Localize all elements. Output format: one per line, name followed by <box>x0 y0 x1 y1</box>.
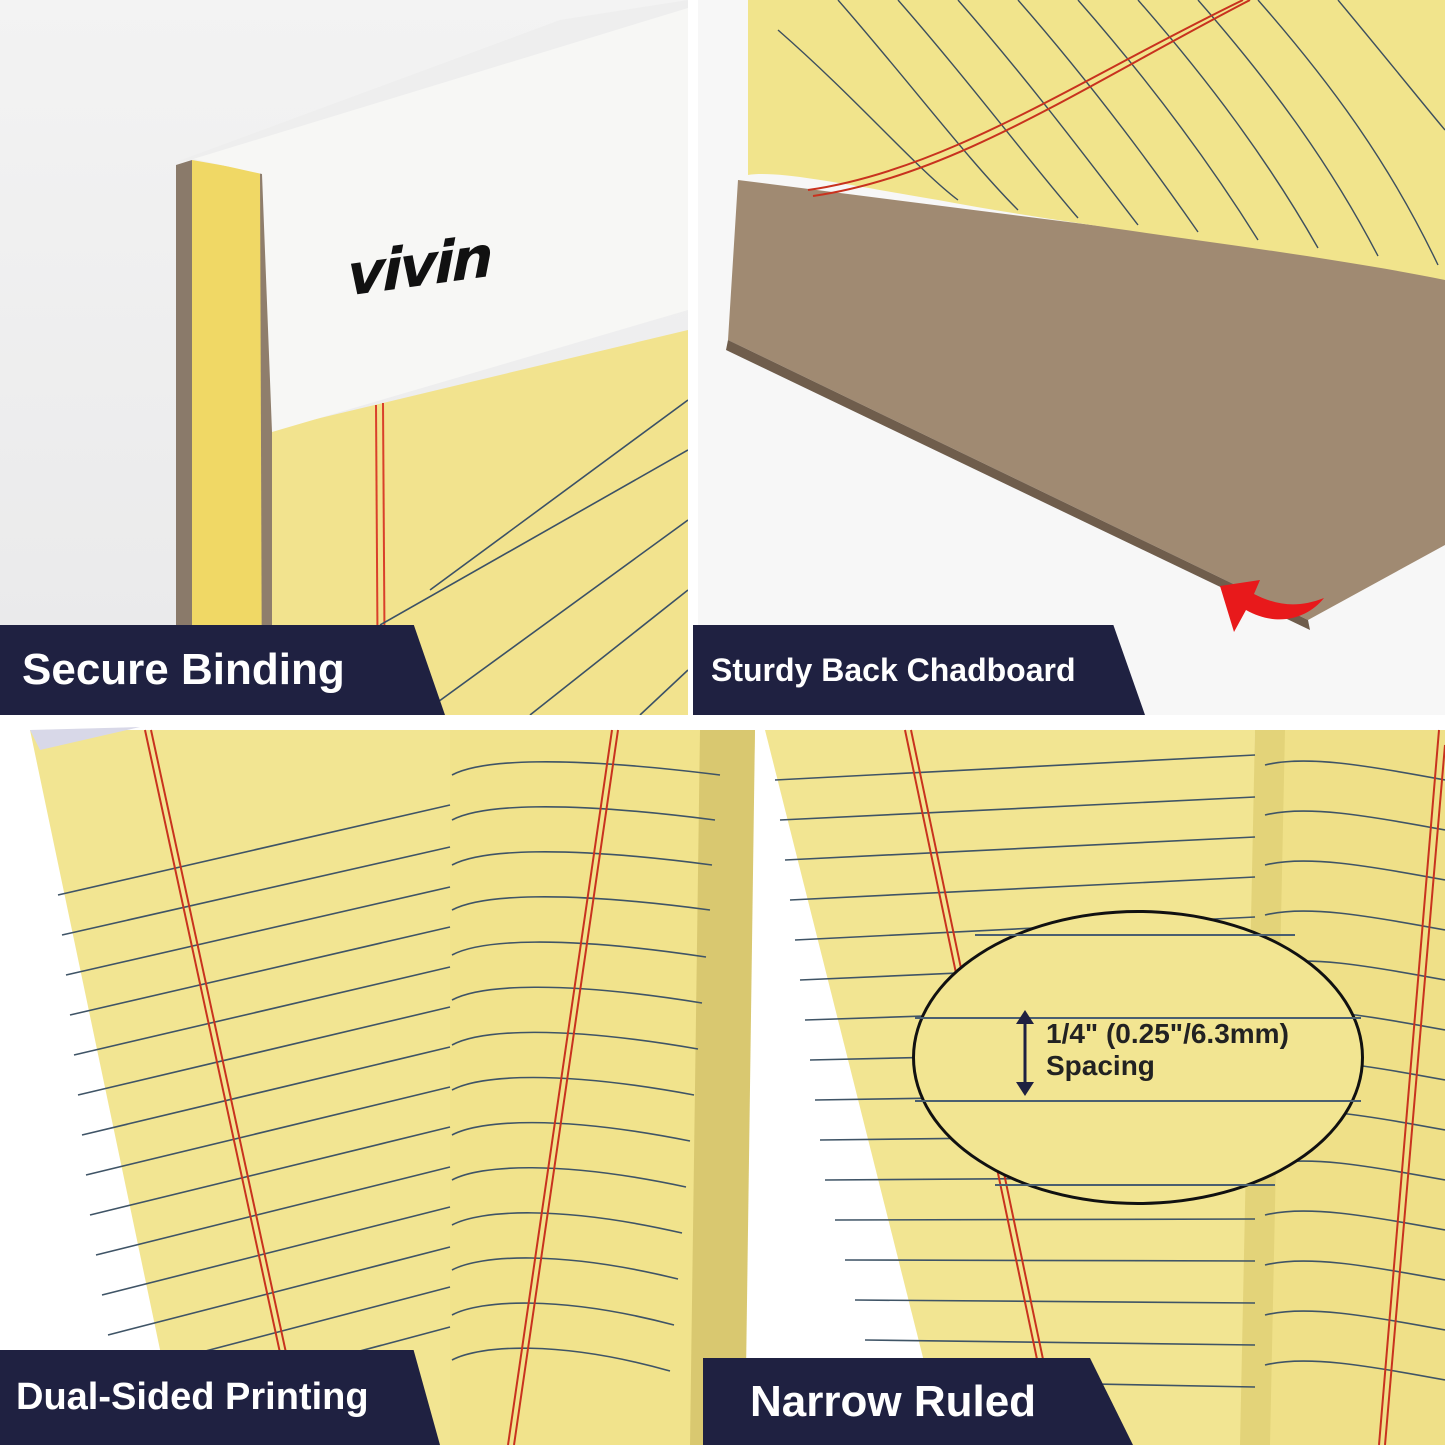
spacing-label: Spacing <box>1046 1050 1155 1081</box>
spacing-value: 1/4" (0.25"/6.3mm) <box>1046 1018 1289 1049</box>
chadboard-illustration <box>726 0 1445 630</box>
dual-pages-illustration <box>30 727 755 1445</box>
label-back-chadboard: Sturdy Back Chadboard <box>693 625 1145 715</box>
label-dual-sided: Dual-Sided Printing <box>0 1350 440 1445</box>
label-narrow-ruled: Narrow Ruled <box>703 1358 1133 1445</box>
notepad-binding-illustration <box>176 0 688 715</box>
label-text: Dual-Sided Printing <box>16 1376 369 1418</box>
panel-dual-sided <box>0 725 755 1445</box>
panel-secure-binding: vivin <box>0 0 688 715</box>
label-text: Sturdy Back Chadboard <box>711 651 1076 688</box>
label-text: Narrow Ruled <box>750 1376 1037 1426</box>
label-secure-binding: Secure Binding <box>0 625 445 715</box>
label-text: Secure Binding <box>22 645 345 694</box>
spacing-callout-text: 1/4" (0.25"/6.3mm) Spacing <box>1046 1018 1289 1082</box>
panel-back-chadboard <box>698 0 1445 715</box>
spacing-callout <box>912 910 1364 1205</box>
double-arrow-icon <box>1016 1010 1034 1096</box>
red-curved-arrow-icon <box>1218 576 1328 636</box>
